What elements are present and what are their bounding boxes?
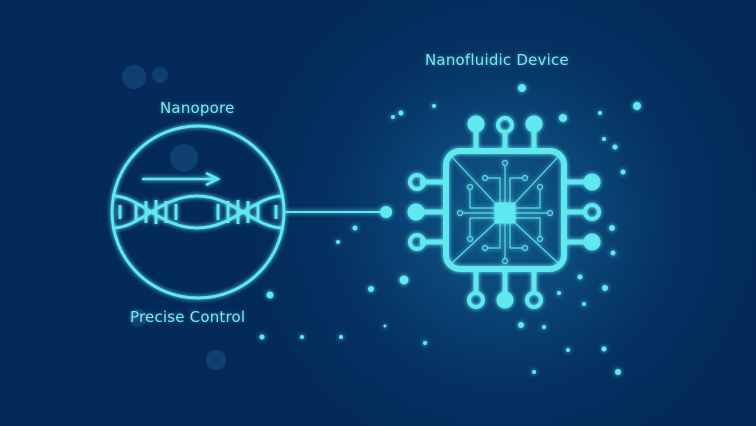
arrow-right-icon xyxy=(142,171,221,187)
precise-control-label: Precise Control xyxy=(130,308,246,326)
nanopore-label: Nanopore xyxy=(160,99,235,117)
chip-icon xyxy=(407,115,601,309)
particle-dots xyxy=(259,84,641,375)
connector-line xyxy=(284,206,392,218)
nanopore-icon xyxy=(110,124,286,300)
nanofluidic-device-label: Nanofluidic Device xyxy=(425,51,569,69)
bokeh-circles xyxy=(122,65,226,370)
dna-helix-icon xyxy=(112,194,284,230)
